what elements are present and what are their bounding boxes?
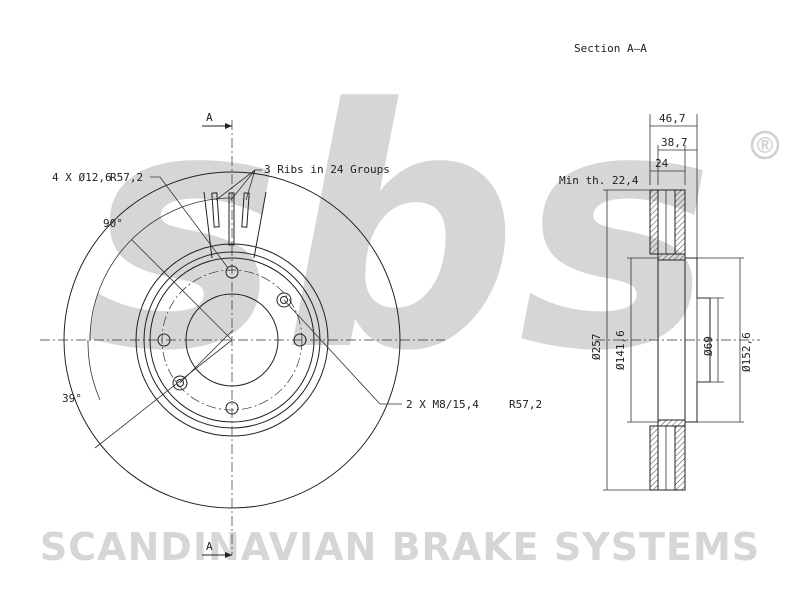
dia-outer: Ø257 bbox=[590, 334, 603, 361]
dia-center-bore: Ø69 bbox=[702, 336, 715, 356]
bolt-hole-left bbox=[157, 333, 171, 347]
min-thickness: Min th. 22,4 bbox=[559, 174, 639, 187]
dim-hub-width: 38,7 bbox=[661, 136, 688, 149]
section-marker-top: A bbox=[202, 111, 232, 129]
section-view: Section A–A 46,7 38,7 24 Min th. 22,4 bbox=[559, 42, 760, 491]
dia-pcd: Ø141,6 bbox=[614, 330, 627, 370]
leader-ribs-2 bbox=[230, 169, 256, 201]
angle-arc-39 bbox=[87, 339, 101, 401]
threaded-hole-upper-right bbox=[276, 292, 292, 308]
holes-label: 4 X Ø12,6 bbox=[52, 171, 112, 184]
bolt-hole-top bbox=[225, 265, 239, 279]
angle-39-label: 39° bbox=[62, 392, 82, 405]
hub-ring-3 bbox=[149, 257, 315, 423]
disc-outer-edge bbox=[63, 171, 401, 509]
registered-mark: ® bbox=[754, 134, 776, 159]
section-marker-top-label: A bbox=[206, 111, 213, 124]
threads-radius: R57,2 bbox=[509, 398, 542, 411]
pcd-circle bbox=[161, 269, 303, 411]
ribs-label: 3 Ribs in 24 Groups bbox=[264, 163, 390, 176]
holes-radius: R57,2 bbox=[110, 171, 143, 184]
section-marker-bottom: A bbox=[202, 540, 232, 558]
angle-90-label: 90° bbox=[103, 217, 123, 230]
dim-total-width: 46,7 bbox=[659, 112, 686, 125]
registered-mark-circle bbox=[750, 130, 780, 160]
hub-ring-2 bbox=[143, 251, 321, 429]
threads-label: 2 X M8/15,4 bbox=[406, 398, 479, 411]
leader-ribs-1 bbox=[215, 169, 256, 201]
friction-ring-section bbox=[649, 189, 686, 491]
front-view: A A 4 X Ø12,6 R57,2 3 Ribs in 24 Groups … bbox=[40, 111, 542, 558]
leader-holes bbox=[150, 176, 229, 269]
leader-ribs-3 bbox=[245, 169, 256, 201]
dim-disc-thickness: 24 bbox=[655, 157, 669, 170]
threaded-hole-lower-left bbox=[172, 375, 188, 391]
watermark-company-name: SCANDINAVIAN BRAKE SYSTEMS bbox=[40, 525, 760, 569]
leader-threads bbox=[283, 299, 402, 405]
angle-arc-90 bbox=[89, 197, 233, 341]
section-title: Section A–A bbox=[574, 42, 647, 55]
center-bore bbox=[185, 293, 279, 387]
section-marker-bottom-label: A bbox=[206, 540, 213, 553]
bolt-hole-bottom bbox=[225, 401, 239, 415]
dia-hub: Ø152,6 bbox=[740, 332, 753, 372]
hub-ring-outer bbox=[135, 243, 329, 437]
bolt-hole-right bbox=[293, 333, 307, 347]
ribs-detail bbox=[203, 191, 267, 259]
